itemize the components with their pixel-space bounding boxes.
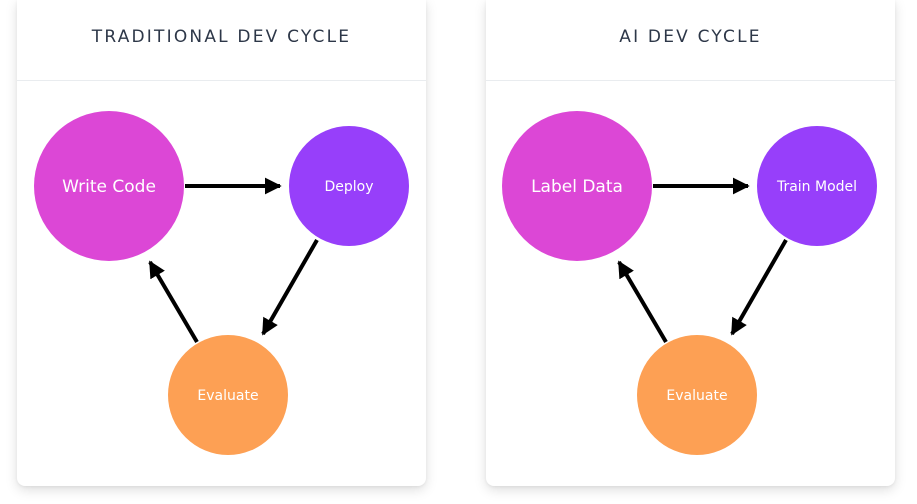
node-label: Label Data: [531, 177, 623, 197]
arrow-evaluate-to-label: [617, 260, 668, 344]
card-header: AI DEV CYCLE: [486, 0, 895, 81]
arrow-evaluate-to-write: [148, 260, 199, 344]
node-label-data: Label Data: [502, 111, 652, 261]
card-title: TRADITIONAL DEV CYCLE: [91, 27, 352, 47]
cycle-diagram: Label Data Train Model Evaluate: [502, 111, 877, 455]
node-label: Write Code: [62, 177, 156, 197]
cycle-diagram: Write Code Deploy Evaluate: [34, 111, 409, 455]
card-header: TRADITIONAL DEV CYCLE: [17, 0, 426, 81]
arrow-train-to-evaluate: [730, 239, 788, 336]
node-train-model: Train Model: [757, 126, 877, 246]
node-write-code: Write Code: [34, 111, 184, 261]
ai-cycle-card: AI DEV CYCLE Label Data Train Model Eval…: [486, 0, 895, 486]
node-label: Train Model: [776, 179, 857, 195]
node-evaluate: Evaluate: [168, 335, 288, 455]
card-title: AI DEV CYCLE: [619, 27, 762, 47]
traditional-cycle-card: TRADITIONAL DEV CYCLE Write Code Deploy …: [17, 0, 426, 486]
node-label: Evaluate: [197, 388, 258, 404]
node-label: Evaluate: [666, 388, 727, 404]
node-label: Deploy: [324, 179, 373, 195]
node-deploy: Deploy: [289, 126, 409, 246]
node-evaluate: Evaluate: [637, 335, 757, 455]
arrow-deploy-to-evaluate: [261, 239, 319, 336]
